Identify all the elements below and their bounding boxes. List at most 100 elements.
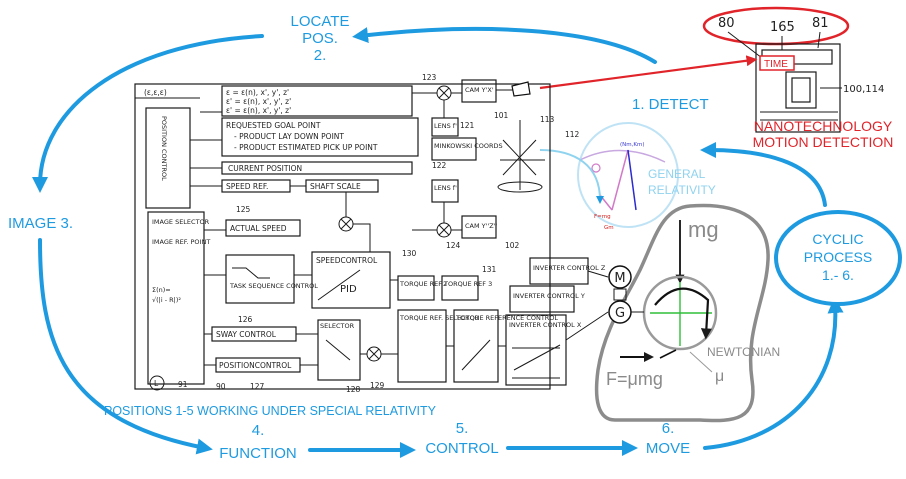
lens2-box <box>431 179 459 203</box>
selector-label: SELECTOR <box>320 322 355 330</box>
equations-box <box>221 85 413 117</box>
torque-ref3-box <box>441 275 479 301</box>
minkowski-label: MINKOWSKI COORDS <box>434 142 503 150</box>
ref-113: 113 <box>540 115 555 124</box>
ref-121: 121 <box>460 121 475 130</box>
image-label: IMAGE 3. <box>8 215 73 232</box>
nano-value-1: 80 <box>718 16 735 31</box>
nano-sketch: 80 165 81 TIME 100,114 NANOTECHNOLOGY MO… <box>702 6 893 150</box>
ref-112: 112 <box>565 130 580 139</box>
ref-123: 123 <box>422 73 437 82</box>
pid-label: PID <box>340 284 357 295</box>
lens2-label: LENS f'' <box>434 184 459 192</box>
torque-ref2-label: TORQUE REF.2 <box>399 280 447 288</box>
nano-ref-label: 100,114 <box>843 84 884 95</box>
function-num-label: 4. <box>252 422 265 439</box>
newtonian-label: NEWTONIAN <box>707 345 780 359</box>
torque-ref3-label: TORQUE REF 3 <box>443 280 492 288</box>
control-label: CONTROL <box>425 440 498 457</box>
image-selector-label: IMAGE SELECTOR <box>152 218 210 226</box>
ref-101: 101 <box>494 111 509 120</box>
nano-caption-1: NANOTECHNOLOGY <box>754 118 893 134</box>
inverter-x-label: INVERTER CONTROL X <box>509 321 582 329</box>
position-control-label: POSITION CONTROL <box>160 116 168 181</box>
cam2-box <box>461 215 497 239</box>
requested-goal-label: REQUESTED GOAL POINT <box>226 121 321 130</box>
svg-text:Gm: Gm <box>604 225 614 231</box>
equation-2: ε' = ε(n), x', y', z' <box>226 97 291 106</box>
image-selector-box <box>147 211 205 385</box>
time-label: TIME <box>764 59 788 70</box>
speed-ref-label: SPEED REF. <box>226 182 268 191</box>
torque-ref2-box <box>397 275 435 301</box>
wheel <box>642 275 718 351</box>
outer-frame <box>134 83 551 390</box>
mg-label: mg <box>688 217 719 242</box>
inverter-y-box <box>509 285 575 313</box>
cyclic-range-label: 1.- 6. <box>822 267 854 283</box>
motor-g-label: G <box>615 306 625 321</box>
ref-131: 131 <box>482 265 497 274</box>
cycle-arrows <box>32 26 844 458</box>
locate-label: LOCATE <box>291 13 350 30</box>
lens1-label: LENS f' <box>434 122 457 130</box>
torque-reference-control-label: TORQUE REFERENCE CONTROL <box>455 314 558 322</box>
requested-goal-box <box>221 117 419 157</box>
general-relativity-label-2: RELATIVITY <box>648 183 716 197</box>
cyclic-label: CYCLIC <box>812 231 863 247</box>
L-circle <box>149 375 165 391</box>
general-relativity-sketch: (Nm,Km) F=mg Gm GENERAL RELATIVITY <box>539 122 716 231</box>
ref-124: 124 <box>446 241 461 250</box>
detection-arrow <box>539 55 758 90</box>
lens1-box <box>431 117 459 137</box>
cam1-box <box>461 79 497 103</box>
actual-speed-box <box>225 219 301 237</box>
svg-text:√(|i - R|)²: √(|i - R|)² <box>152 296 181 304</box>
minkowski-box <box>431 137 477 161</box>
inverter-x-box <box>505 314 567 386</box>
cyclic-process-label: PROCESS <box>804 249 872 265</box>
position-control-box <box>145 107 191 209</box>
motor-m <box>608 265 632 289</box>
ref-102: 102 <box>505 241 520 250</box>
position-control2-label: POSITIONCONTROL <box>219 361 292 370</box>
arrow-cyclic-to-detect <box>700 142 827 207</box>
arrow-move-to-cyclic <box>703 297 844 450</box>
ref-125: 125 <box>236 205 251 214</box>
sway-control-label: SWAY CONTROL <box>216 330 277 339</box>
arrow-detect-to-locate <box>352 26 657 64</box>
control-num-label: 5. <box>456 420 469 437</box>
current-position-label: CURRENT POSITION <box>228 164 302 173</box>
nano-value-2: 165 <box>770 20 795 35</box>
torque-ref-selector-label: TORQUE REF. SELECTOR <box>399 314 480 322</box>
ref-129: 129 <box>370 381 385 390</box>
ref-122: 122 <box>432 161 447 170</box>
ref-130: 130 <box>402 249 417 258</box>
svg-text:(Nm,Km): (Nm,Km) <box>620 142 644 148</box>
relativity-note: POSITIONS 1-5 WORKING UNDER SPECIAL RELA… <box>104 404 437 418</box>
task-sequence-box <box>225 254 295 304</box>
locate-pos-label: POS. <box>302 30 338 47</box>
ref-91: 91 <box>178 380 188 389</box>
ref-128: 128 <box>346 385 361 394</box>
arrow-image-to-function <box>38 238 213 455</box>
cam2-label: CAM Y''Z'' <box>465 222 497 230</box>
locate-num-label: 2. <box>314 47 327 64</box>
cam1-label: CAM Y'X' <box>465 86 494 94</box>
speedcontrol-label: SPEEDCONTROL <box>316 256 378 265</box>
detect-label: 1. DETECT <box>632 96 709 113</box>
image-ref-point-label: IMAGE REF. POINT <box>152 238 210 246</box>
inverter-y-label: INVERTER CONTROL Y <box>513 292 585 300</box>
inverter-z-label: INVERTER CONTROL Z <box>533 264 606 272</box>
cyclic-process-ellipse <box>774 210 902 306</box>
product-pick-label: - PRODUCT ESTIMATED PICK UP POINT <box>234 143 378 152</box>
general-relativity-label-1: GENERAL <box>648 167 706 181</box>
function-label: FUNCTION <box>219 445 297 462</box>
product-lay-label: - PRODUCT LAY DOWN POINT <box>234 132 344 141</box>
newtonian-sketch: mg NEWTONIAN μ F=μmg M G <box>594 203 780 423</box>
block-diagram: (ε,ε,ε) ε = ε(n), x', y', z' ε' = ε(n), … <box>134 73 609 394</box>
mu-label: μ <box>715 368 724 385</box>
move-label: MOVE <box>646 440 690 457</box>
equation-3: ε' = ε(n), x', y', z' <box>226 106 291 115</box>
